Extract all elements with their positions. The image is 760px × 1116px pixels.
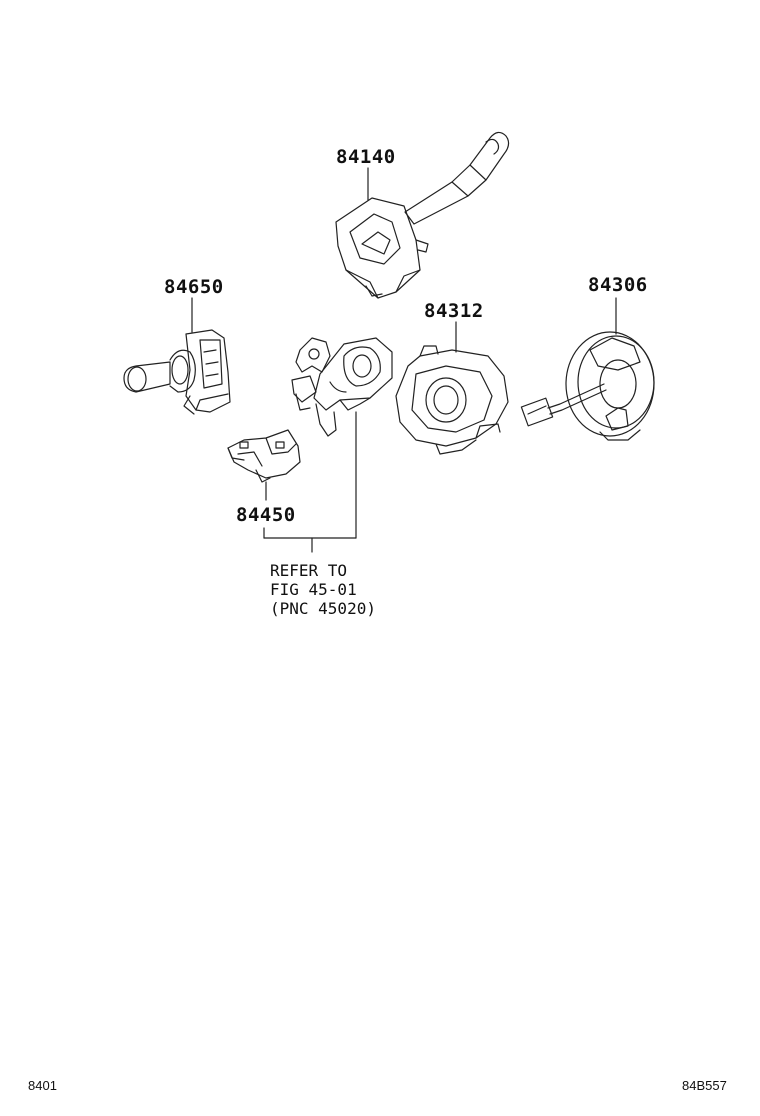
- lock-cylinder-housing[interactable]: [291, 337, 393, 437]
- reference-bracket: [263, 411, 357, 553]
- reference-note-line-2: FIG 45-01: [270, 580, 357, 599]
- part-number-84450[interactable]: 84450: [236, 504, 296, 526]
- illustration-code: 84B557: [682, 1078, 727, 1093]
- spiral-cable-84306[interactable]: [520, 297, 655, 441]
- figure-code: 8401: [28, 1078, 57, 1093]
- steering-column-cover-84312[interactable]: [395, 321, 509, 455]
- part-number-84650[interactable]: 84650: [164, 276, 224, 298]
- reference-note-line-3: (PNC 45020): [270, 599, 376, 618]
- part-number-84140[interactable]: 84140: [336, 146, 396, 168]
- part-number-84306[interactable]: 84306: [588, 274, 648, 296]
- switch-84450[interactable]: [227, 429, 301, 501]
- wiper-switch-84140[interactable]: [335, 131, 510, 299]
- part-number-84312[interactable]: 84312: [424, 300, 484, 322]
- reference-note-line-1: REFER TO: [270, 561, 348, 580]
- turn-signal-switch-84650[interactable]: [123, 297, 231, 415]
